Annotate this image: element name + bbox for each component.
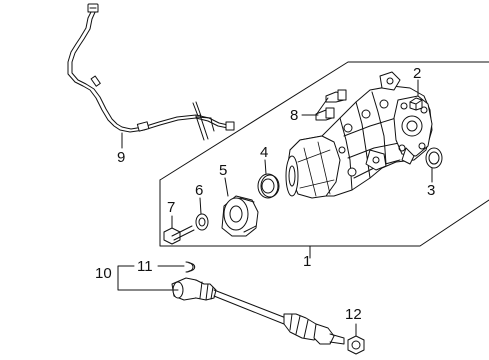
callout-12: 12 <box>345 306 362 323</box>
callout-11: 11 <box>137 258 153 275</box>
leader-lines <box>117 79 433 337</box>
callout-10: 10 <box>95 265 112 282</box>
axle-seal <box>425 147 443 169</box>
washer <box>195 213 209 231</box>
pinion-seal <box>257 173 280 199</box>
pinion-nut <box>163 225 195 245</box>
callout-9: 9 <box>117 149 126 166</box>
assembly-panel-outline <box>159 61 489 259</box>
axle-nut <box>347 335 365 355</box>
callout-1: 1 <box>303 253 312 270</box>
differential-carrier <box>285 71 433 199</box>
half-shaft <box>171 277 345 345</box>
drain-plug <box>409 97 423 111</box>
snap-ring <box>185 261 196 273</box>
callout-4: 4 <box>260 144 269 161</box>
breather-hose <box>67 3 235 141</box>
callout-2: 2 <box>413 65 422 82</box>
callout-8: 8 <box>290 107 299 124</box>
callout-6: 6 <box>195 182 204 199</box>
companion-flange <box>221 195 259 237</box>
callout-5: 5 <box>219 162 228 179</box>
callout-3: 3 <box>427 182 436 199</box>
vent-fittings <box>315 89 347 121</box>
callout-7: 7 <box>167 199 176 216</box>
